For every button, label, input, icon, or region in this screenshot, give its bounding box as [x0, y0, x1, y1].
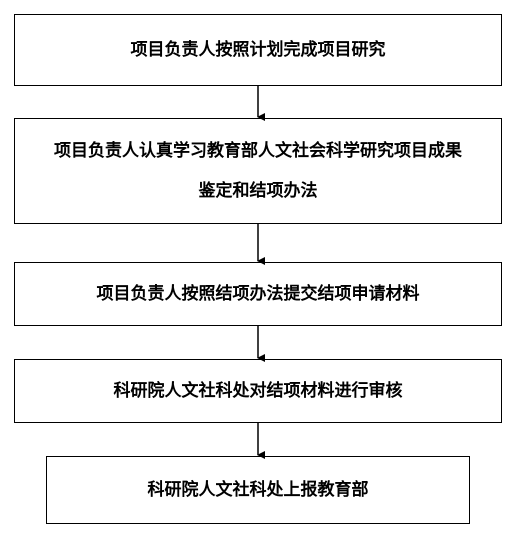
flow-step-5: 科研院人文社科处上报教育部	[46, 456, 470, 524]
flow-step-3-text: 项目负责人按照结项办法提交结项申请材料	[96, 284, 420, 304]
flow-step-2-text: 项目负责人认真学习教育部人文社会科学研究项目成果 鉴定和结项办法	[54, 131, 462, 211]
flow-step-2-line-2: 鉴定和结项办法	[198, 181, 318, 201]
flow-step-1: 项目负责人按照计划完成项目研究	[14, 14, 502, 86]
flow-step-1-text: 项目负责人按照计划完成项目研究	[130, 40, 386, 60]
flow-step-2: 项目负责人认真学习教育部人文社会科学研究项目成果 鉴定和结项办法	[14, 118, 502, 224]
flow-step-5-text: 科研院人文社科处上报教育部	[147, 480, 369, 500]
flow-step-2-line-1: 项目负责人认真学习教育部人文社会科学研究项目成果	[54, 141, 462, 161]
flow-step-3: 项目负责人按照结项办法提交结项申请材料	[14, 262, 502, 326]
flow-step-4-text: 科研院人文社科处对结项材料进行审核	[113, 381, 403, 401]
flow-step-4: 科研院人文社科处对结项材料进行审核	[14, 359, 502, 423]
